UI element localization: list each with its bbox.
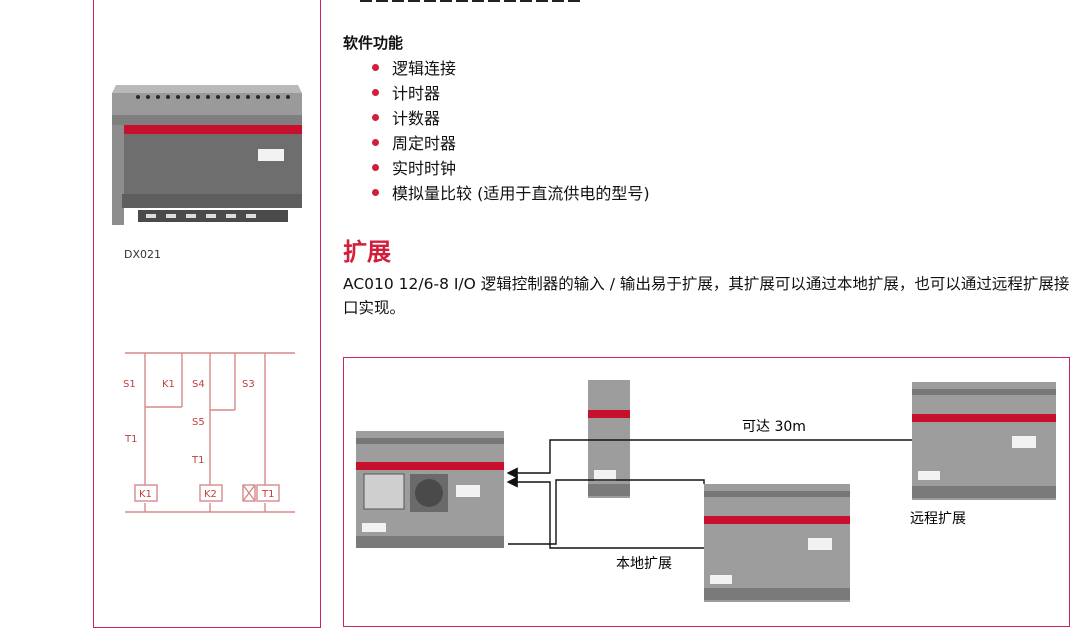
list-item: 模拟量比较 (适用于直流供电的型号)	[372, 181, 650, 206]
ladder-label: S4	[192, 379, 205, 390]
bullet-icon	[372, 189, 379, 196]
coil-label: K2	[204, 489, 217, 500]
extension-diagram: 可达 30m 本地扩展 远程扩展	[356, 380, 1056, 602]
software-heading: 软件功能	[343, 34, 404, 52]
ladder-label: S5	[192, 417, 205, 428]
bullet-icon	[372, 139, 379, 146]
main-controller-device	[356, 431, 504, 548]
extension-heading: 扩展	[343, 238, 391, 266]
ladder-label: S1	[123, 379, 136, 390]
cropped-top-text	[360, 0, 580, 4]
local-expansion-module	[704, 484, 850, 602]
ladder-label: K1	[162, 379, 175, 390]
ladder-diagram: S1 K1 S4 S3 S5 T1 T1 K1 K2 T1	[123, 352, 295, 513]
remote-expansion-module	[912, 382, 1056, 500]
ladder-label: T1	[191, 455, 204, 466]
remote-interface-module	[588, 380, 630, 498]
extension-paragraph: AC010 12/6-8 I/O 逻辑控制器的输入 / 输出易于扩展，其扩展可以…	[343, 275, 1070, 317]
list-item: 逻辑连接	[372, 56, 650, 81]
product-caption: DX021	[124, 248, 162, 261]
software-feature-list: 逻辑连接 计时器 计数器 周定时器 实时时钟 模拟量比较 (适用于直流供电的型号…	[372, 56, 650, 206]
remote-expansion-label: 远程扩展	[910, 511, 966, 527]
bullet-icon	[372, 64, 379, 71]
list-item: 计时器	[372, 81, 650, 106]
coil-label: T1	[261, 489, 274, 500]
range-label: 可达 30m	[742, 419, 806, 435]
bullet-icon	[372, 114, 379, 121]
bullet-icon	[372, 164, 379, 171]
ladder-label: T1	[124, 434, 137, 445]
left-column-frame	[93, 0, 321, 628]
list-item: 周定时器	[372, 131, 650, 156]
list-item: 实时时钟	[372, 156, 650, 181]
ladder-label: S3	[242, 379, 255, 390]
list-item: 计数器	[372, 106, 650, 131]
coil-label: K1	[139, 489, 152, 500]
local-expansion-label: 本地扩展	[616, 556, 672, 572]
bullet-icon	[372, 89, 379, 96]
product-photo	[112, 85, 302, 225]
extension-diagram-frame	[343, 357, 1070, 627]
